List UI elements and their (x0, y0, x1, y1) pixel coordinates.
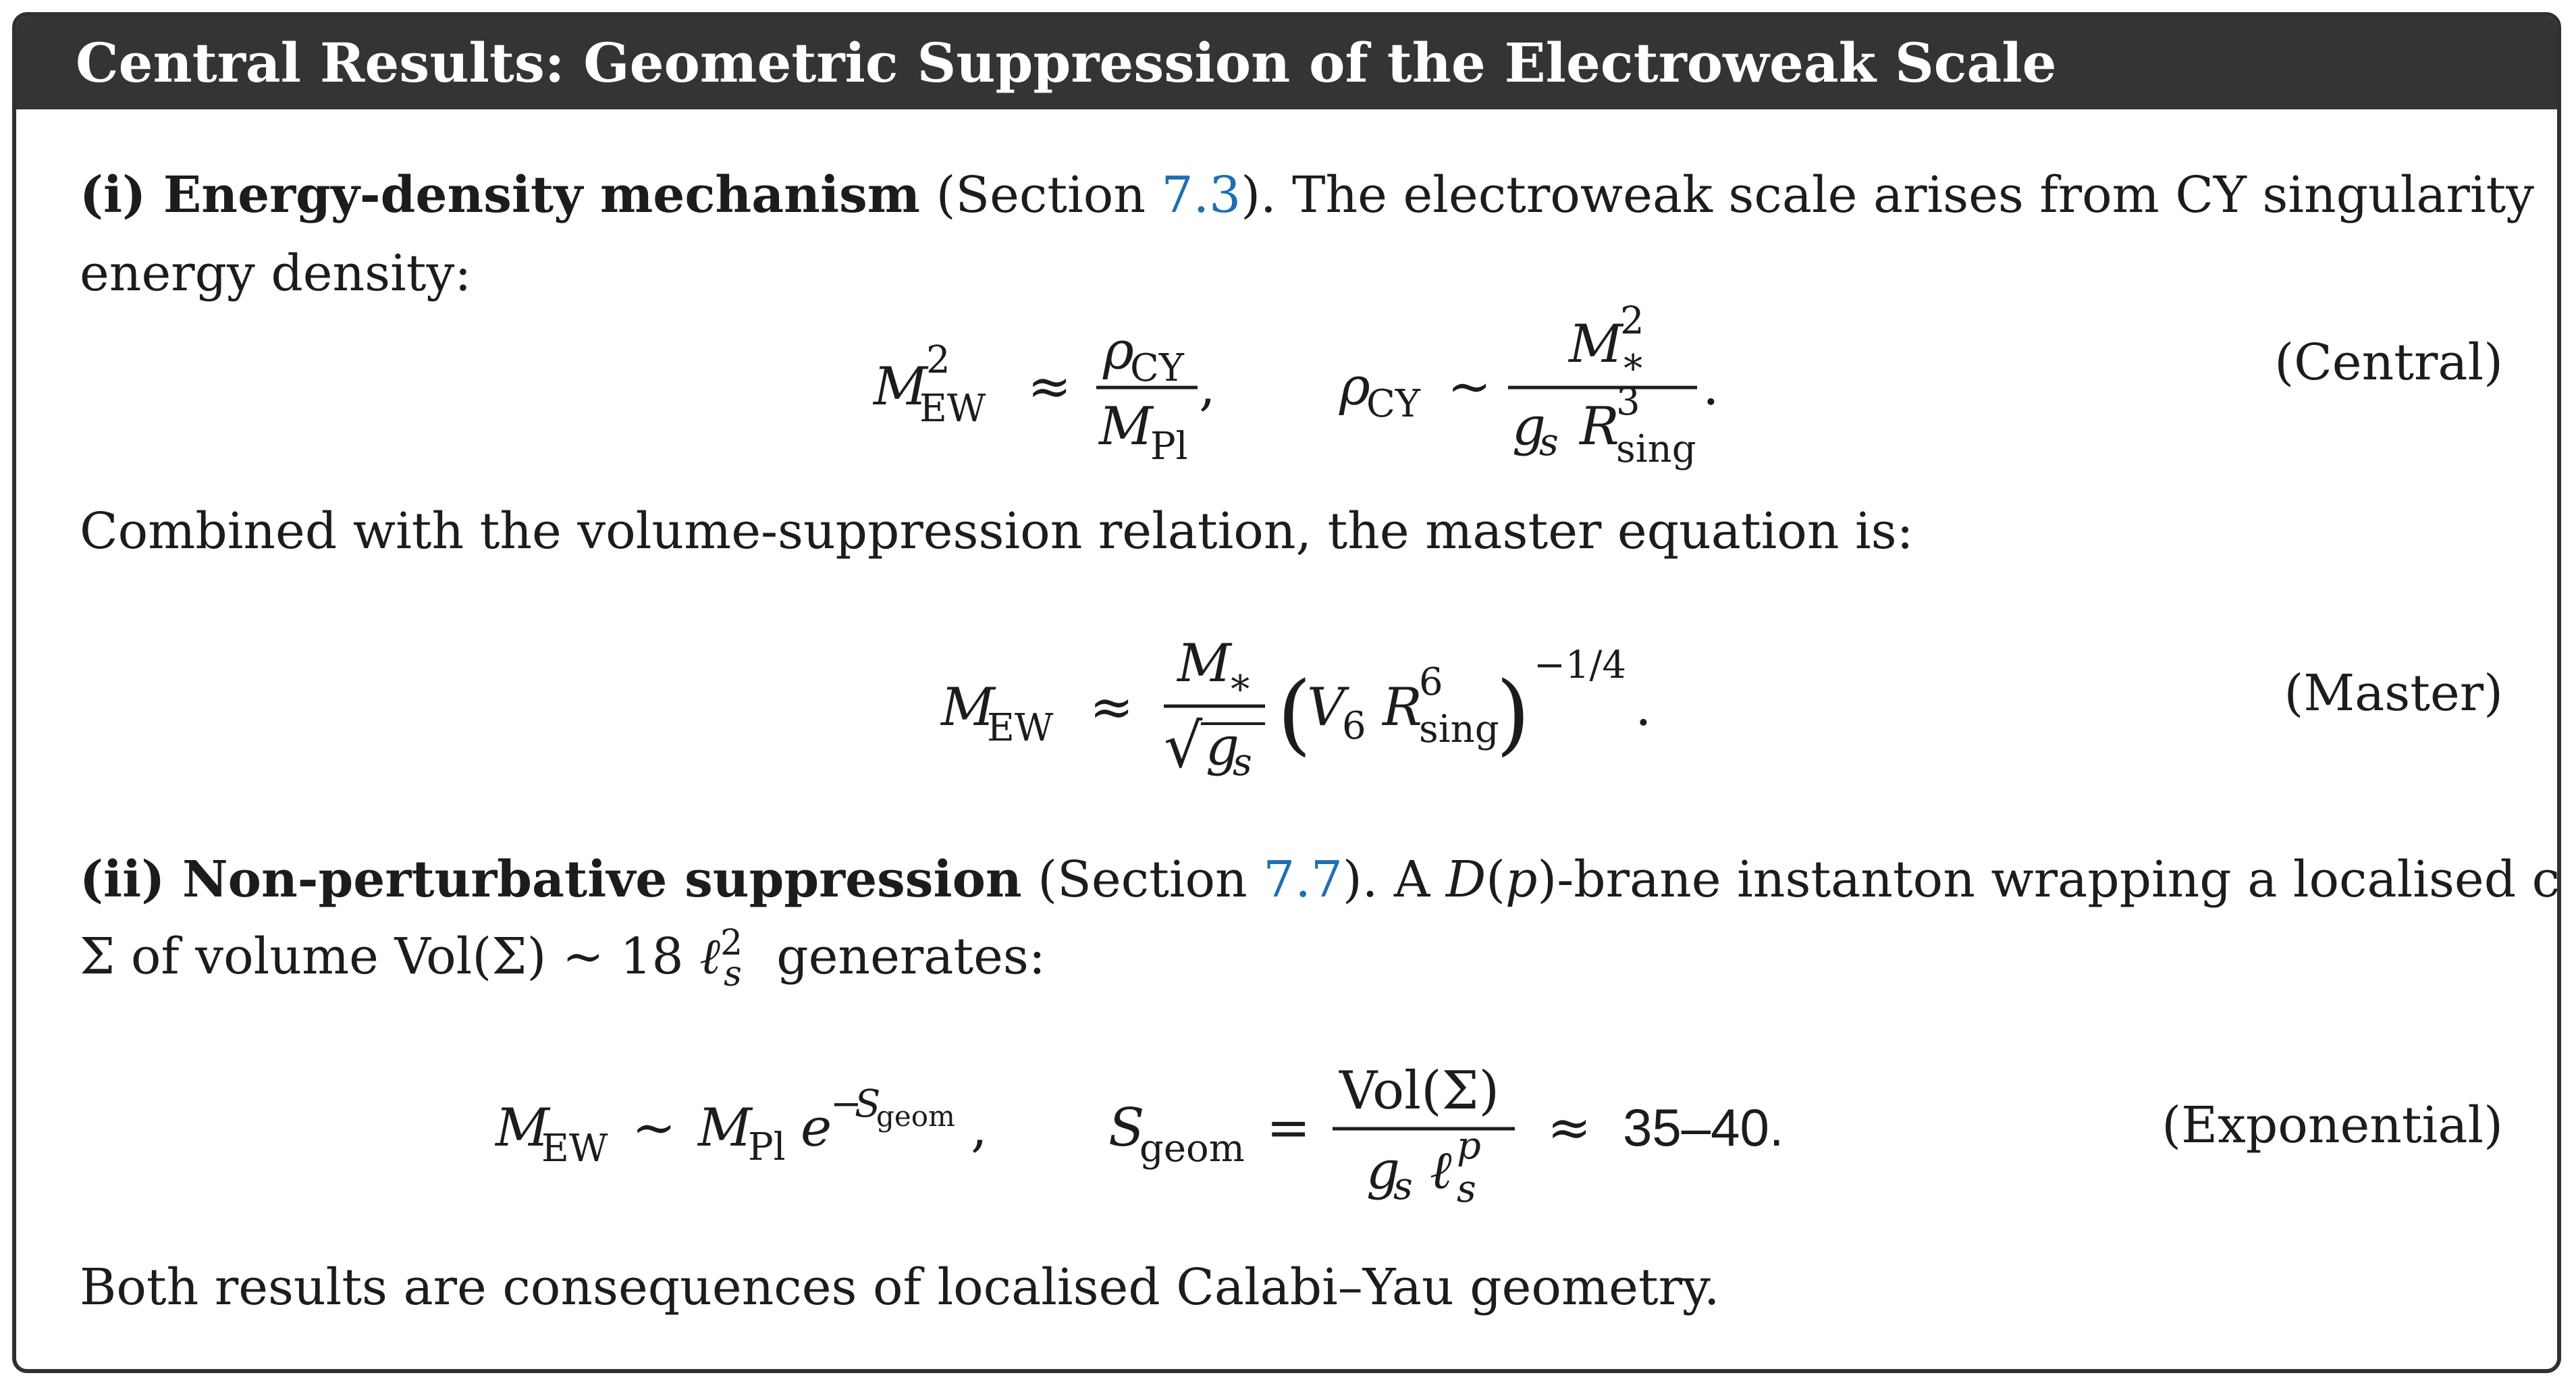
eq1b-sub-s: s (1539, 421, 1559, 464)
section-i-post: ). The electroweak scale arises from CY … (1241, 166, 2535, 224)
ell-sup-2: 2 (720, 923, 743, 963)
eq3-sub-pl: Pl (748, 1125, 786, 1169)
eq2-sup-6: 6 (1419, 660, 1443, 704)
eq1b-sup2: 2 (1620, 299, 1644, 343)
footer-text: Both results are consequences of localis… (80, 1258, 1720, 1316)
eq2-sub-ew: EW (987, 706, 1054, 750)
eq3-mpl-M: M (697, 1098, 753, 1158)
eq3-num-vol: Vol(Σ) (1339, 1061, 1499, 1121)
eq3-sim: ∼ (632, 1098, 676, 1158)
eq2-M: M (940, 677, 996, 738)
eq1b-g: g (1512, 396, 1546, 457)
box-title: Central Results: Geometric Suppression o… (16, 16, 2557, 109)
section-ref-7-7[interactable]: 7.7 (1263, 851, 1343, 909)
eq1-approx: ≈ (1027, 356, 1071, 417)
combined-text: Combined with the volume-suppression rel… (80, 502, 1914, 560)
eq1b-sub-cy: CY (1366, 382, 1421, 426)
eq1b-rho: ρ (1339, 356, 1370, 417)
section-ii-line-2: Σ of volume Vol(Σ) ∼ 18 ℓ2s generates: (80, 923, 1046, 994)
ell-sub-s: s (724, 954, 742, 994)
eq1-sup2: 2 (926, 338, 950, 382)
eq2-sub-s: s (1233, 741, 1252, 784)
section-ii-tail: -brane instanton wrapping a localised cy… (1557, 851, 2561, 909)
eq1b-period: . (1702, 356, 1719, 417)
section-ii-post: ). A (1342, 851, 1446, 909)
eq2-sqrt: √ (1164, 711, 1203, 782)
eq3-approx: ≈ (1547, 1098, 1591, 1158)
eq3-S: S (1108, 1098, 1144, 1158)
eq3-sub-ew: EW (541, 1127, 608, 1171)
d-symbol: D (1445, 851, 1486, 909)
eq2-sub-6: 6 (1342, 704, 1366, 748)
central-results-box: Central Results: Geometric Suppression o… (12, 12, 2561, 1373)
section-i-label: (i) Energy-density mechanism (80, 166, 921, 224)
section-i-line-2: energy density: (80, 244, 472, 302)
section-ii-line2-pre: Σ of volume Vol(Σ) ∼ 18 (80, 928, 700, 986)
eq3-den-g: g (1366, 1140, 1400, 1201)
eq1-sub-ew: EW (919, 387, 986, 431)
eq2-num-M: M (1176, 633, 1233, 694)
eq1b-M: M (1567, 314, 1624, 375)
eq2-V: V (1307, 677, 1349, 738)
ell-symbol: ℓ (699, 928, 720, 986)
section-i-line-1: (i) Energy-density mechanism (Section 7.… (80, 166, 2534, 224)
eq2-period: . (1635, 677, 1652, 738)
eq3-exp-sub-geom: geom (876, 1100, 955, 1133)
eq1b-sub-sing: sing (1616, 427, 1696, 471)
master-eq-tag: (Master) (2284, 664, 2503, 722)
eq1-rho: ρ (1102, 321, 1134, 381)
eq3-den-ell: ℓ (1430, 1140, 1452, 1201)
eq3-range: 35–40. (1623, 1098, 1784, 1157)
eq3-M: M (494, 1098, 551, 1158)
d-p: p (1505, 851, 1538, 909)
section-ii-line2-post: generates: (760, 928, 1046, 986)
eq3-sub-geom: geom (1139, 1127, 1245, 1171)
eq1b-sim: ∼ (1447, 356, 1491, 417)
eq1b-R: R (1578, 396, 1619, 457)
central-equation: M 2 EW ≈ ρ CY M Pl , ρ CY ∼ M 2 ∗ g s R … (494, 299, 1784, 1211)
eq1b-star: ∗ (1620, 340, 1646, 383)
eq3-exp-minus: − (830, 1082, 862, 1126)
eq2-g: g (1206, 716, 1239, 777)
section-ref-7-3[interactable]: 7.3 (1161, 166, 1241, 224)
section-ii-label: (ii) Non-perturbative suppression (80, 851, 1022, 909)
central-eq-tag: (Central) (2274, 333, 2503, 392)
eq2-exponent: −1/4 (1534, 643, 1626, 687)
eq1-sub-pl: Pl (1150, 425, 1188, 469)
eq2-paren-r: ) (1496, 662, 1530, 765)
eq2-approx: ≈ (1090, 677, 1133, 738)
eq3-den-sup-p: p (1457, 1124, 1481, 1168)
d-paren-l: ( (1486, 851, 1506, 909)
eq3-comma: , (971, 1098, 988, 1158)
exponential-eq-tag: (Exponential) (2162, 1096, 2503, 1154)
eq3-den-sub-s2: s (1457, 1167, 1476, 1211)
eq3-equals: = (1266, 1098, 1310, 1158)
eq2-sub-sing: sing (1419, 707, 1499, 751)
section-ii-line-1: (ii) Non-perturbative suppression (Secti… (80, 851, 2561, 909)
eq2-paren-l: ( (1277, 662, 1312, 765)
eq1b-sup3: 3 (1616, 380, 1640, 424)
eq3-e: e (801, 1098, 832, 1158)
eq1-mpl-M: M (1098, 396, 1154, 457)
section-i-pre: (Section (936, 166, 1162, 224)
eq1-sub-cy: CY (1130, 346, 1185, 390)
eq3-exp-S: S (855, 1082, 880, 1126)
section-ii-pre: (Section (1038, 851, 1264, 909)
eq3-den-sub-s: s (1393, 1165, 1413, 1208)
eq1-M: M (872, 356, 929, 417)
eq1-comma: , (1199, 356, 1216, 417)
eq2-num-star: ∗ (1227, 660, 1253, 704)
eq2-R: R (1381, 677, 1422, 738)
d-paren-r: ) (1537, 851, 1557, 909)
